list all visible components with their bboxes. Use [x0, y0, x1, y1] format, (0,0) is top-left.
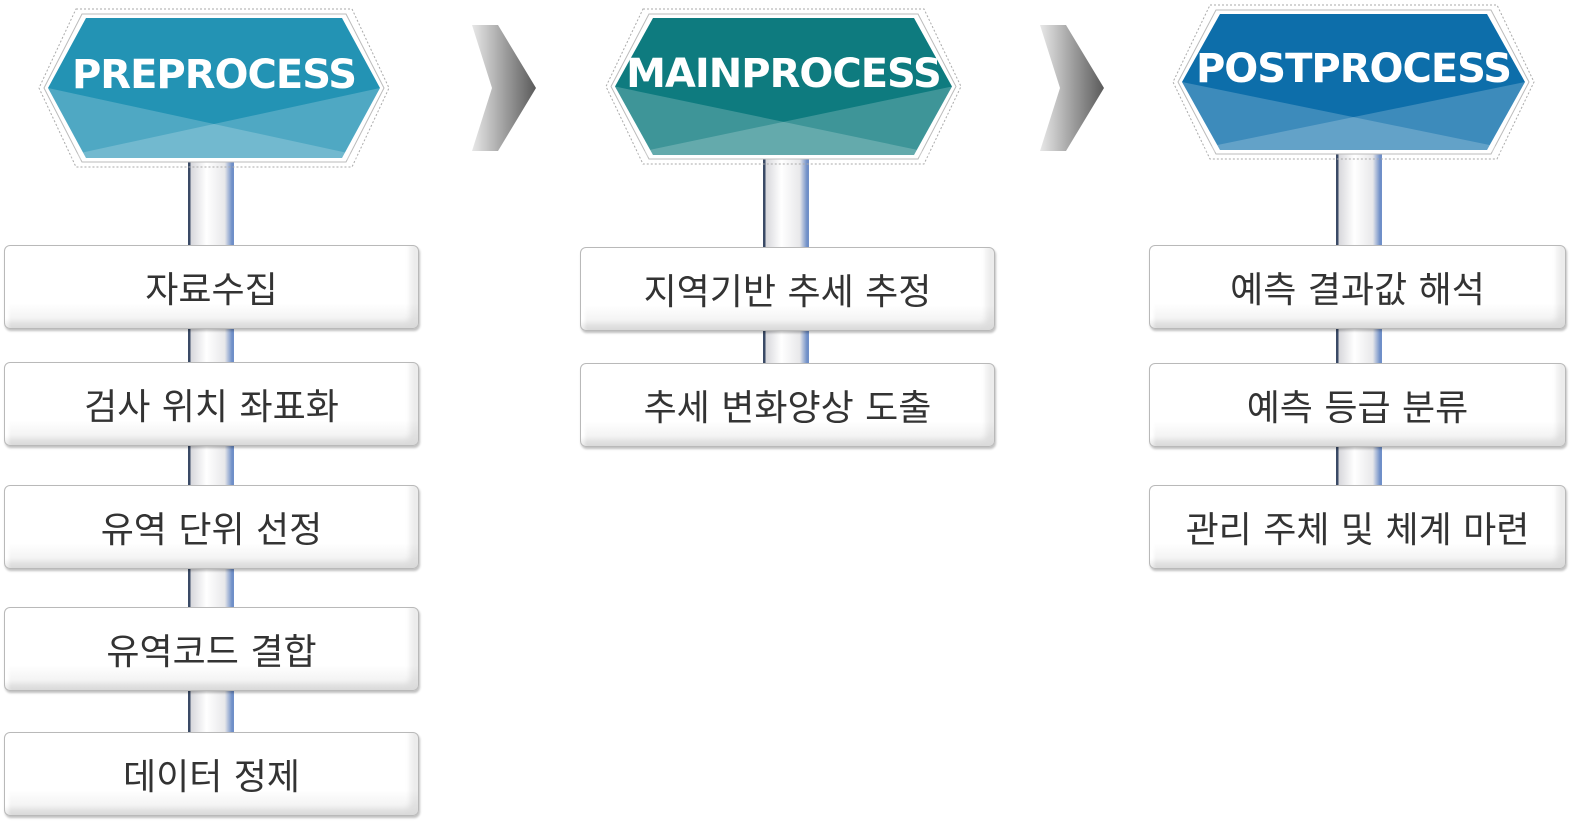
- step-box: 지역기반 추세 추정: [580, 247, 995, 331]
- step-box: 유역코드 결합: [4, 607, 419, 691]
- chevron-right-icon: [1040, 25, 1104, 151]
- chevron-right-icon: [472, 25, 536, 151]
- stage-sign-preprocess: PREPROCESS: [38, 8, 390, 168]
- signpost-pole: [1336, 150, 1382, 525]
- stage-title: PREPROCESS: [71, 52, 357, 98]
- step-box: 유역 단위 선정: [4, 485, 419, 569]
- stage-title: MAINPROCESS: [626, 50, 942, 97]
- stage-sign-mainprocess: MAINPROCESS: [605, 8, 962, 165]
- step-box: 데이터 정제: [4, 732, 419, 816]
- step-box: 예측 결과값 해석: [1149, 245, 1566, 329]
- step-box: 검사 위치 좌표화: [4, 362, 419, 446]
- stage-title: POSTPROCESS: [1195, 46, 1512, 92]
- step-box: 자료수집: [4, 245, 419, 329]
- step-box: 관리 주체 및 체계 마련: [1149, 485, 1566, 569]
- stage-sign-postprocess: POSTPROCESS: [1172, 4, 1535, 160]
- step-box: 추세 변화양상 도출: [580, 363, 995, 447]
- step-box: 예측 등급 분류: [1149, 363, 1566, 447]
